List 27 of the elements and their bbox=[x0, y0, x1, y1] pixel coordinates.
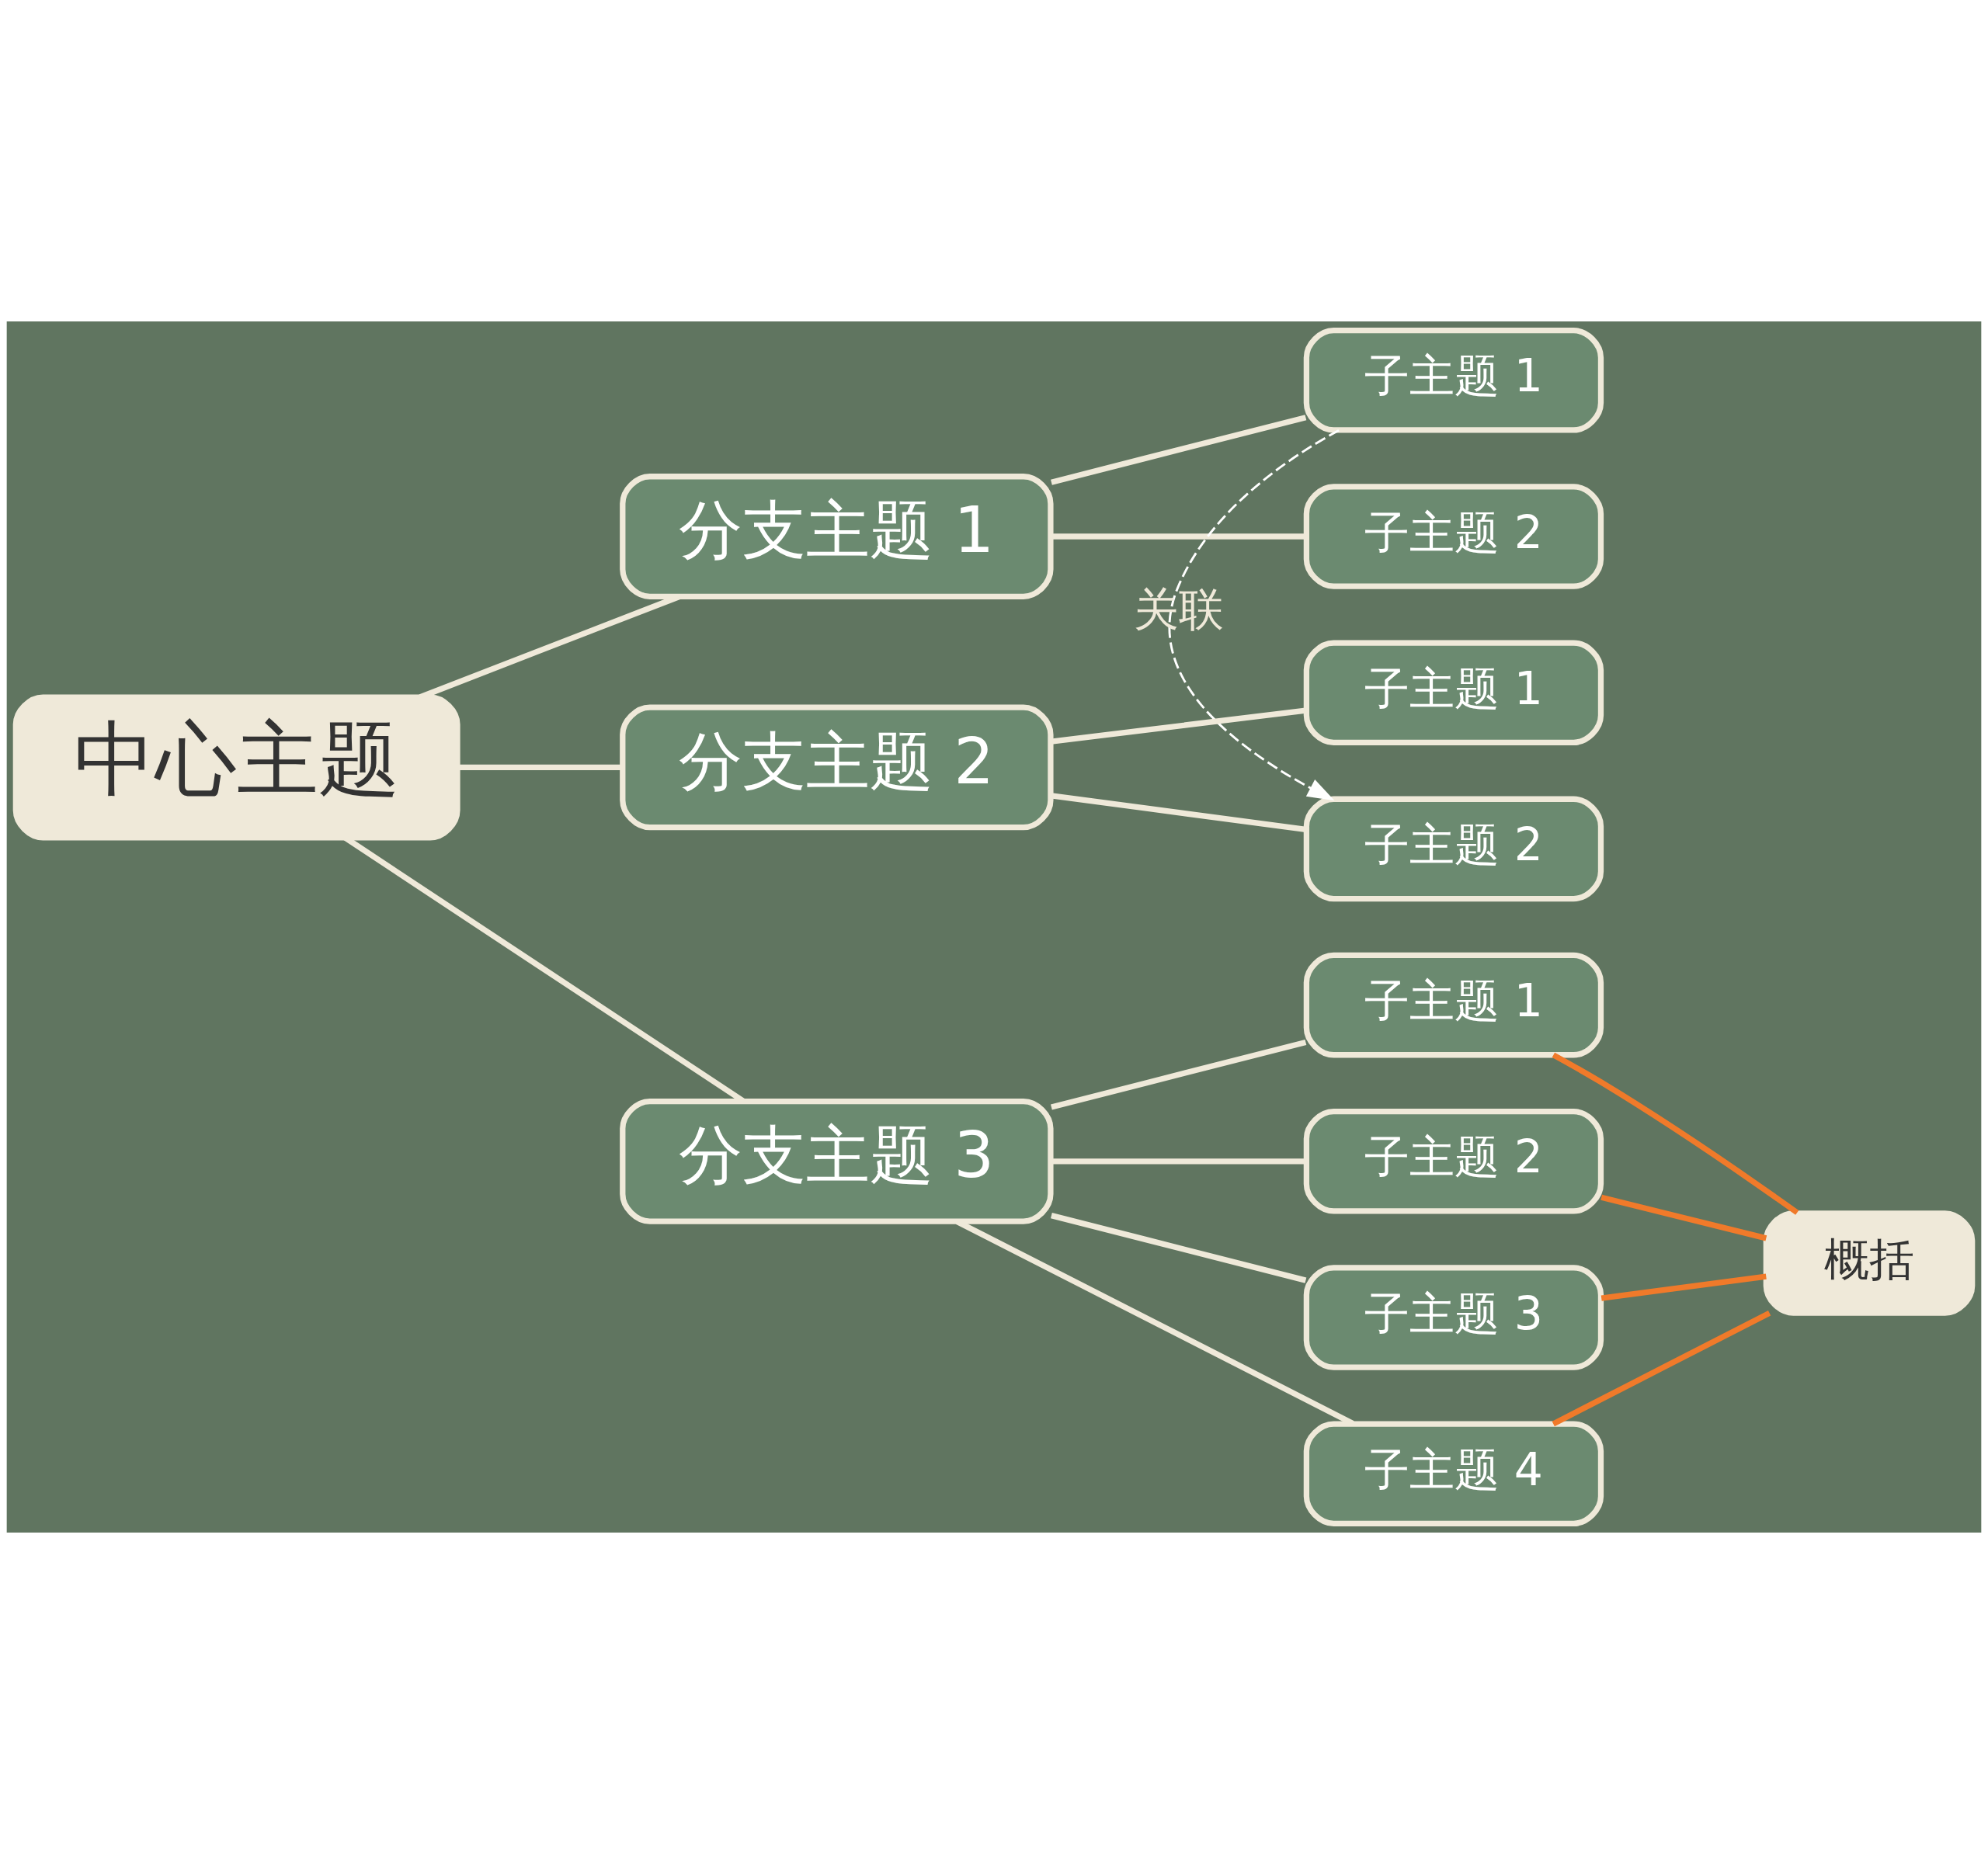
node-box: 子主题 1 bbox=[1303, 640, 1604, 745]
connector bbox=[1051, 1158, 1306, 1165]
node-box: 概括 bbox=[1763, 1210, 1976, 1316]
node-box: 分支主题 1 bbox=[620, 474, 1054, 599]
node-box: 子主题 1 bbox=[1303, 952, 1604, 1058]
connector bbox=[1600, 1273, 1767, 1301]
connector bbox=[1051, 415, 1307, 485]
node-box: 子主题 2 bbox=[1303, 484, 1604, 589]
node-box: 子主题 2 bbox=[1303, 796, 1604, 902]
connector bbox=[1600, 1194, 1767, 1241]
arrow bbox=[1168, 429, 1340, 801]
connector bbox=[1051, 707, 1306, 745]
connector bbox=[1552, 1052, 1799, 1215]
node-box: 子主题 3 bbox=[1303, 1265, 1604, 1370]
connector bbox=[1552, 1311, 1771, 1427]
node-box: 中心主题 bbox=[12, 694, 461, 841]
connector bbox=[1051, 1213, 1307, 1283]
edge-label: 关联 bbox=[1133, 582, 1224, 636]
node-box: 子主题 2 bbox=[1303, 1109, 1604, 1214]
connector bbox=[1051, 1039, 1307, 1110]
connector bbox=[1051, 793, 1306, 833]
node-box: 分支主题 3 bbox=[620, 1098, 1054, 1224]
node-box: 子主题 1 bbox=[1303, 328, 1604, 433]
node-box: 子主题 4 bbox=[1303, 1421, 1604, 1526]
node-box: 分支主题 2 bbox=[620, 704, 1054, 831]
connector bbox=[1051, 533, 1306, 540]
connector bbox=[457, 764, 623, 771]
